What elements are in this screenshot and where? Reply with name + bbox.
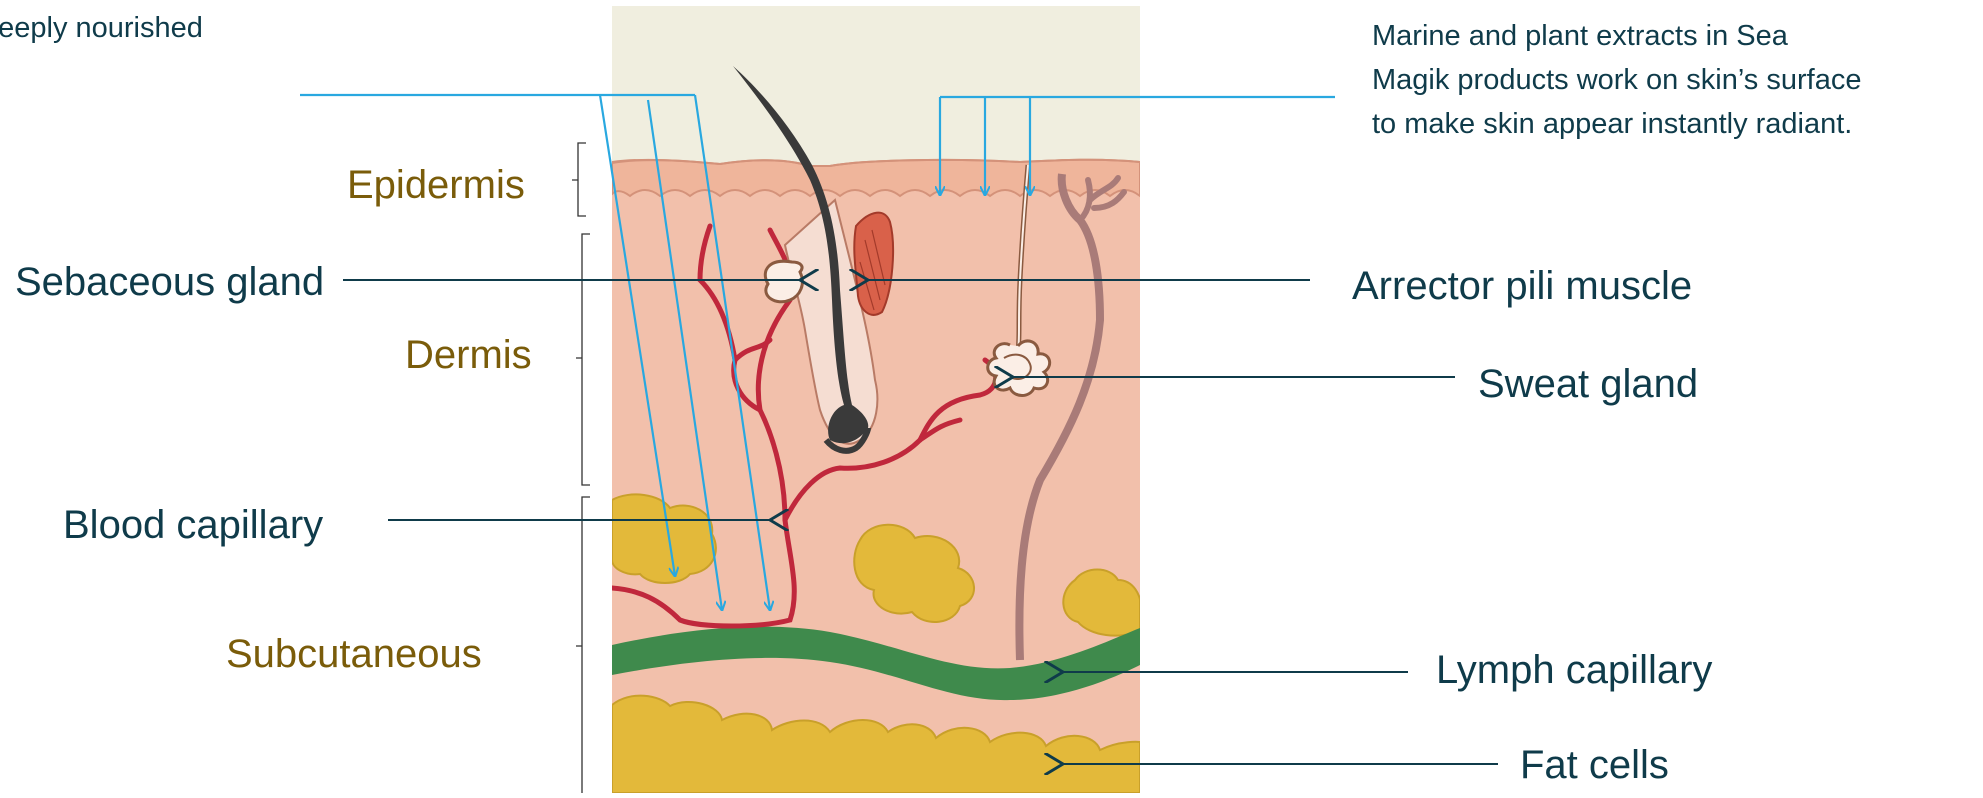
lymph-capillary-label: Lymph capillary <box>1436 650 1712 690</box>
note-line-2: Magik products work on skin’s surface <box>1372 58 1861 102</box>
blood-capillary-label: Blood capillary <box>63 505 323 545</box>
epidermis-label: Epidermis <box>347 165 525 205</box>
sweat-gland-label: Sweat gland <box>1478 364 1698 404</box>
arrector-pili-muscle-label: Arrector pili muscle <box>1352 266 1692 306</box>
surface-benefit-note: Marine and plant extracts in Sea Magik p… <box>1372 14 1861 146</box>
fat-cells-label: Fat cells <box>1520 745 1669 785</box>
sebaceous-gland-label: Sebaceous gland <box>15 262 324 302</box>
note-line-1: Marine and plant extracts in Sea <box>1372 14 1861 58</box>
layer-brackets <box>572 143 590 793</box>
subcutaneous-bracket <box>576 497 590 793</box>
note-line-3: to make skin appear instantly radiant. <box>1372 102 1861 146</box>
subcutaneous-label: Subcutaneous <box>226 634 482 674</box>
dermis-bracket <box>576 234 590 485</box>
sebaceous-gland-shape <box>765 261 802 302</box>
dermis-label: Dermis <box>405 335 532 375</box>
epidermis-bracket <box>572 143 586 216</box>
top-left-caption: deeply nourished <box>0 14 203 43</box>
